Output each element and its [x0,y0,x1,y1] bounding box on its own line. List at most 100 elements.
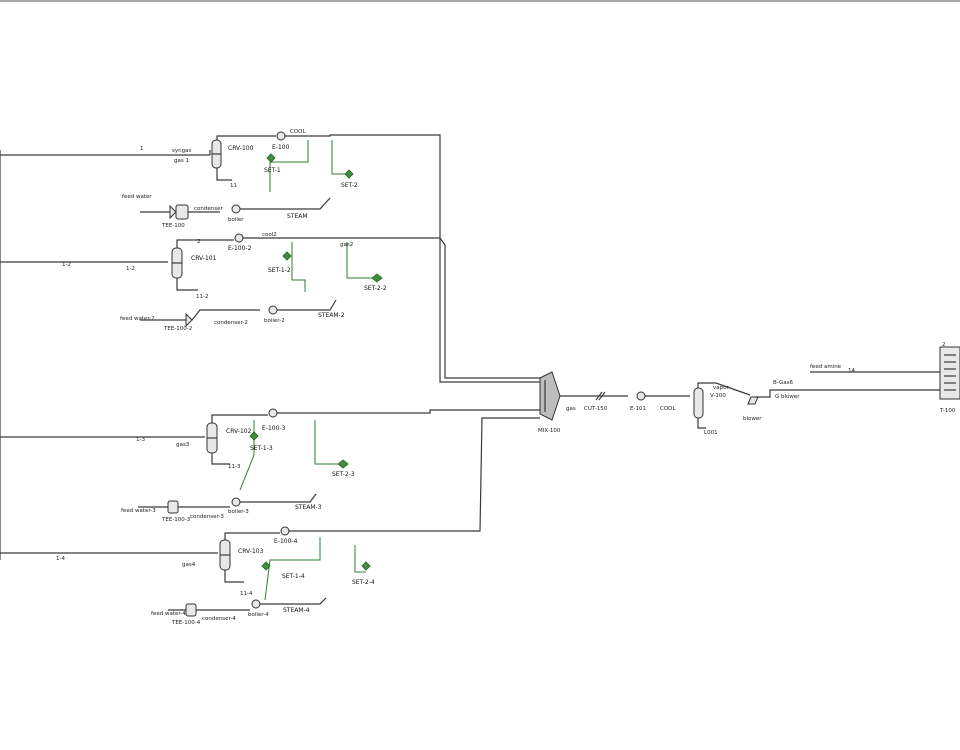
stream-label-gas3: gas3 [176,442,190,448]
set-2-block[interactable] [344,169,354,179]
blower[interactable] [747,396,759,405]
set-2-2-block[interactable] [371,273,383,283]
boiler-4[interactable] [251,599,261,609]
stream-label-condenser: condenser [194,206,223,212]
stream-label-2-2: 2 [197,239,201,245]
stream-label-feed-water: feed water [122,194,152,200]
cooler-e-101[interactable] [636,391,646,401]
cool-label: COOL [660,406,676,412]
tee-100-3[interactable] [167,500,179,514]
crv-101-label: CRV-101 [191,255,217,262]
train-2: 1-2 1-2 CRV-101 E-100-2 2 cool2 11-2 SET… [0,232,540,379]
stream-label-1-3: 1-3 [136,437,145,443]
g-blower-label: G blower [775,394,800,400]
tee-100-2-label: TEE-100-2 [163,326,192,332]
set-2-2-label: SET-2-2 [364,285,387,292]
feed-amine-label: feed amine [810,364,842,370]
e-101-label: E-101 [630,406,646,412]
boiler-2[interactable] [268,305,278,315]
boiler-label: boiler [228,217,244,223]
v-100-label: V-100 [710,393,726,399]
train-4: 1-4 gas4 CRV-103 E-100-4 11-4 SET-1-4 SE… [0,417,540,626]
stream-label-gas: gas [566,406,576,412]
crv-100-label: CRV-100 [228,145,254,152]
boiler-3[interactable] [231,497,241,507]
boiler-2-label: boiler-2 [264,318,285,324]
stream-label-1-2: 1-2 [62,262,71,268]
stream-label-feed-water-2: feed water-2 [120,316,155,322]
stream-label-condenser-3: condenser-3 [190,514,224,520]
mixer-mix-100[interactable] [539,371,561,421]
set-2-label: SET-2 [341,182,358,189]
stream-label-11-2: 11-2 [196,294,208,300]
tee-100[interactable] [175,204,189,220]
stream-label-2: 2 [942,342,946,348]
tee-100-4[interactable] [185,603,197,617]
tee-100-4-label: TEE-100-4 [171,620,201,626]
boiler-3-label: boiler-3 [228,509,249,515]
cut-marker [595,391,603,401]
e-100-label: E-100 [272,144,290,151]
stream-label-gas2: gas2 [340,242,353,248]
mix-100-label: MIX-100 [538,428,561,434]
stream-label-1-4: 1-4 [56,556,65,562]
tee-100-2[interactable] [185,312,193,328]
stream-label-cool: COOL [290,129,306,135]
tee-100-arrow [169,204,177,220]
stream-label-cool2: cool2 [262,232,277,238]
steam-2-label: STEAM-2 [318,312,345,319]
tee-100-3-label: TEE-100-3 [161,517,191,523]
e-100-3-label: E-100-3 [262,425,286,432]
set-2-4-block[interactable] [361,561,371,571]
downstream-section: MIX-100 gas CUT-150 E-101 COOL V-100 L00… [538,342,960,436]
separator-v-100[interactable] [693,387,704,419]
stream-label-feed-water-4: feed water-4 [151,611,186,617]
stream-label-gas4: gas4 [182,562,196,568]
crv-103-label: CRV-103 [238,548,264,555]
cooler-e-100[interactable] [276,131,286,141]
set-1-4-block[interactable] [261,561,271,571]
b-gas-label: B-Gas6 [773,380,793,386]
set-1-block[interactable] [266,153,276,163]
steam-3-label: STEAM-3 [295,504,322,511]
stream-label-11-4: 11-4 [240,591,253,597]
stream-label-1-2b: 1-2 [126,266,135,272]
stream-label-feed-water-3: feed water-3 [121,508,156,514]
train-3: 1-3 gas3 CRV-102 E-100-3 11-3 SET-1-3 SE… [0,408,540,523]
stream-label-syngas: syngas [172,148,191,154]
cooler-e-100-2[interactable] [234,233,244,243]
set-1-2-block[interactable] [282,251,292,261]
blower-label: blower [743,416,762,422]
stream-label-condenser-4: condenser-4 [202,616,236,622]
set-1-2-label: SET-1-2 [268,267,291,274]
set-1-4-label: SET-1-4 [282,573,305,580]
set-1-3-block[interactable] [249,431,259,441]
liquid-label: L001 [704,430,718,436]
steam-4-label: STEAM-4 [283,607,310,614]
stream-label-14: 14 [848,368,855,374]
set-2-3-label: SET-2-3 [332,471,355,478]
cut-150-label: CUT-150 [584,406,608,412]
cooler-e-100-3[interactable] [268,408,278,418]
vapor-label: vapor [713,385,729,391]
stream-label-1: 1 [140,146,144,152]
e-100-2-label: E-100-2 [228,245,252,252]
t-100-label: T-100 [939,408,956,414]
boiler-4-label: boiler-4 [248,612,269,618]
absorber-t-100[interactable] [939,346,960,400]
set-2-4-label: SET-2-4 [352,579,375,586]
tee-100-label: TEE-100 [161,223,185,229]
e-100-4-label: E-100-4 [274,538,298,545]
set-1-label: SET-1 [264,167,281,174]
crv-102-label: CRV-102 [226,428,252,435]
steam-label: STEAM [287,213,308,220]
cooler-e-100-4[interactable] [280,526,290,536]
stream-label-condenser-2: condenser-2 [214,320,248,326]
set-1-3-label: SET-1-3 [250,445,273,452]
boiler[interactable] [231,204,241,214]
train-1: 1 syngas gas 1 CRV-100 E-100 COOL 11 SET… [0,129,540,383]
stream-label-11: 11 [230,183,237,189]
set-2-3-block[interactable] [337,459,349,469]
stream-label-gas-1: gas 1 [174,158,189,164]
